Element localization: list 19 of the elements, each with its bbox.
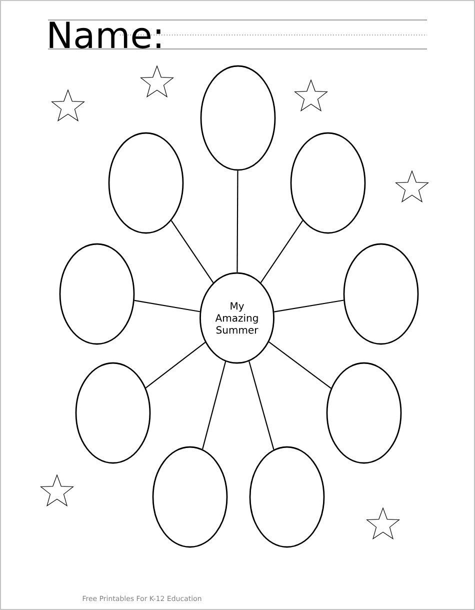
answer-ellipse	[326, 362, 402, 464]
connector-line	[260, 220, 304, 284]
answer-ellipse	[249, 446, 325, 548]
connector-line	[134, 300, 200, 312]
connector-line	[248, 361, 274, 450]
connector-line	[236, 170, 238, 272]
connector-line	[274, 300, 344, 312]
name-label: Name:	[50, 22, 160, 48]
answer-ellipse	[343, 243, 419, 345]
connector-line	[170, 220, 214, 284]
answer-ellipse	[75, 362, 151, 464]
answer-ellipse	[152, 446, 228, 548]
answer-ellipse	[290, 132, 366, 234]
connector-line	[145, 342, 206, 388]
connector-line	[268, 341, 332, 389]
answer-ellipse	[59, 243, 135, 345]
connector-line	[202, 361, 226, 450]
answer-ellipse	[108, 132, 184, 234]
answer-ellipse	[200, 65, 276, 171]
